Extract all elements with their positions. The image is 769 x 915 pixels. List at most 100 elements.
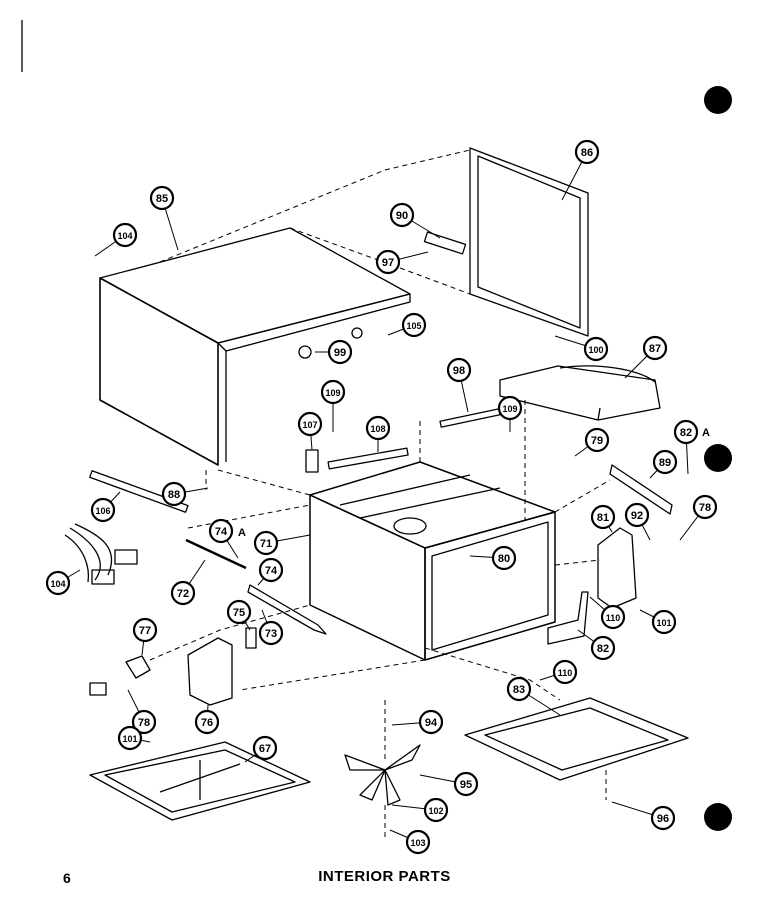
callout-circle [149,185,175,211]
callout-circle [583,336,609,362]
callout-label: 82 [597,643,609,655]
callout-circle [297,411,323,437]
assembly-line [289,227,471,295]
bottom-tray [89,741,311,821]
callout-circle [253,530,279,556]
callout-circle [401,312,427,338]
door-frame [469,147,589,337]
hinge-arm-73 [247,584,327,635]
callout-label: 71 [260,538,272,550]
callout-label: 95 [460,779,472,791]
callout-label: 105 [406,321,421,331]
callout-circle [692,494,718,520]
assembly-line [149,604,311,661]
callout-label: 78 [699,502,711,514]
callout-circle [652,449,678,475]
callout-label: 110 [558,668,573,678]
callout-label: 97 [382,257,394,269]
callout-label: 92 [631,510,643,522]
callout-circle [673,419,699,445]
callout-circle [418,709,444,735]
callout-circle [405,829,431,855]
callout-circle [650,805,676,831]
callout-label: 100 [588,345,603,355]
callout-label: 107 [302,420,317,430]
bracket-81 [597,527,637,609]
callout-label: 101 [656,618,671,628]
callout-label: 108 [370,424,385,434]
callout-label: 77 [139,625,151,637]
assembly-line [159,149,471,263]
fan-blade [344,744,421,806]
strip-108 [327,447,409,470]
callout-label: 106 [95,506,110,516]
callout-circle [642,335,668,361]
callout-label: 94 [425,717,438,729]
callout-circle [132,617,158,643]
callout-circle [117,725,143,751]
callout-suffix: A [702,427,710,439]
callout-label: 88 [168,489,180,501]
callout-label: 67 [259,743,271,755]
callout-circle [45,570,71,596]
assembly-line [187,504,311,529]
callout-label: 86 [581,147,593,159]
switch-77 [125,655,151,679]
callout-label: 78 [138,717,150,729]
page-caption: INTERIOR PARTS [318,868,451,885]
callout-circle [161,481,187,507]
callout-circle [590,635,616,661]
callout-circle [574,139,600,165]
binder-hole [704,803,732,831]
callout-circle [131,709,157,735]
callout-circle [446,357,472,383]
callout-label: 80 [498,553,510,565]
callout-circle [252,735,278,761]
bracket-82 [547,591,589,645]
bracket-75 [245,627,257,649]
assembly-line [554,479,611,513]
callout-label: 109 [502,404,517,414]
binder-hole [704,86,732,114]
assembly-line [217,469,311,496]
callout-circle [423,797,449,823]
callout-label: 110 [606,613,621,623]
callout-circle [375,249,401,275]
assembly-line [424,647,561,701]
callout-circle [194,709,220,735]
callout-circle [552,659,578,685]
assembly-line [239,659,426,691]
callout-label: 73 [265,628,277,640]
callout-label: 102 [428,806,443,816]
callout-circle [600,604,626,630]
oven-cavity [309,461,556,661]
bracket-76 [187,637,233,706]
strip-98 [439,408,501,428]
small-plate [89,682,107,696]
callout-label: 82 [680,427,692,439]
callout-circle [365,415,391,441]
callout-label: 83 [513,684,525,696]
callout-circle [112,222,138,248]
callout-label: 72 [177,588,189,600]
callout-label: 85 [156,193,168,205]
callout-label: 104 [50,579,65,589]
rod-72 [185,538,247,570]
callout-circle [170,580,196,606]
callout-label: 109 [325,388,340,398]
callout-label: 104 [117,231,132,241]
callout-circle [258,557,284,583]
wiring-harness [64,523,138,585]
callout-circle [327,339,353,365]
callout-circle [624,502,650,528]
arm-89 [609,464,673,515]
callout-circle [258,620,284,646]
callout-circle [389,202,415,228]
page-number: 6 [63,870,71,886]
callout-circle [584,427,610,453]
callout-circle [90,497,116,523]
callout-label: 98 [453,365,465,377]
callout-label: 103 [410,838,425,848]
